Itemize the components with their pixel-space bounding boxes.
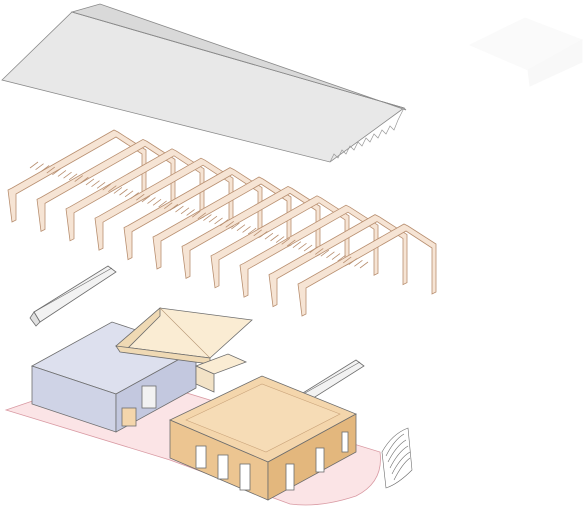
roof-corrugated-edge	[329, 107, 405, 163]
purlin	[253, 229, 262, 237]
portal-frame	[268, 214, 408, 308]
purlin	[303, 244, 313, 252]
purlin	[275, 236, 285, 243]
purlin	[186, 209, 195, 216]
skylight-left	[29, 265, 117, 327]
purlin	[270, 234, 279, 242]
purlin	[169, 204, 179, 211]
purlin	[292, 241, 302, 248]
purlin	[197, 212, 207, 220]
purlin	[208, 215, 218, 223]
purlin	[108, 185, 117, 193]
purlin	[191, 210, 201, 218]
purlin	[264, 232, 274, 240]
purlin	[85, 178, 95, 186]
purlin	[326, 251, 335, 259]
roof-ridge-line	[71, 11, 405, 109]
portal-frame	[239, 204, 379, 298]
purlin	[163, 202, 173, 209]
blue-volume-opening-2	[121, 407, 137, 427]
link-volume	[194, 353, 248, 393]
purlin	[46, 166, 56, 174]
purlin	[320, 249, 330, 257]
purlin	[287, 239, 296, 247]
orange-volume-inner	[185, 383, 341, 453]
roof-sheet	[1, 3, 407, 163]
purlin	[35, 163, 44, 171]
purlin	[359, 261, 369, 269]
purlin	[52, 168, 61, 176]
purlin	[315, 248, 324, 255]
orange-volume	[169, 375, 357, 501]
purlin	[219, 219, 229, 226]
purlin	[180, 207, 190, 215]
ghost-volume	[468, 17, 584, 87]
purlin	[152, 198, 162, 206]
purlin	[91, 180, 100, 187]
purlin	[247, 227, 257, 235]
purlin	[141, 195, 151, 203]
purlin	[130, 192, 139, 199]
purlin	[203, 214, 212, 221]
purlin	[102, 183, 111, 191]
portal-frame	[297, 223, 437, 317]
purlin	[342, 256, 352, 264]
purlin	[175, 205, 184, 213]
purlin	[68, 173, 78, 181]
amphitheater-steps	[381, 427, 413, 489]
purlin	[225, 221, 235, 228]
purlin	[158, 200, 167, 208]
purlin	[63, 171, 72, 179]
purlin	[309, 246, 318, 254]
purlin	[231, 222, 240, 230]
purlin	[281, 237, 290, 245]
purlin	[337, 254, 346, 262]
purlin	[74, 175, 83, 182]
purlin	[80, 176, 89, 184]
purlin	[259, 231, 268, 238]
purlin	[214, 217, 223, 225]
purlin	[354, 259, 363, 267]
purlin	[40, 165, 50, 172]
roof-left-slope	[1, 11, 405, 163]
purlin	[136, 193, 145, 201]
purlin	[331, 253, 341, 260]
timber-frame	[7, 129, 437, 317]
purlin	[298, 243, 307, 250]
purlin	[147, 197, 156, 204]
cream-roof	[115, 307, 253, 365]
purlin	[348, 258, 358, 265]
blue-volume-opening	[141, 385, 157, 409]
purlin	[236, 224, 246, 232]
purlin	[57, 170, 67, 177]
purlin	[29, 161, 39, 169]
purlin	[96, 182, 106, 189]
purlin	[113, 187, 123, 194]
purlin	[119, 188, 128, 196]
purlin	[242, 226, 251, 233]
purlin	[124, 190, 134, 198]
